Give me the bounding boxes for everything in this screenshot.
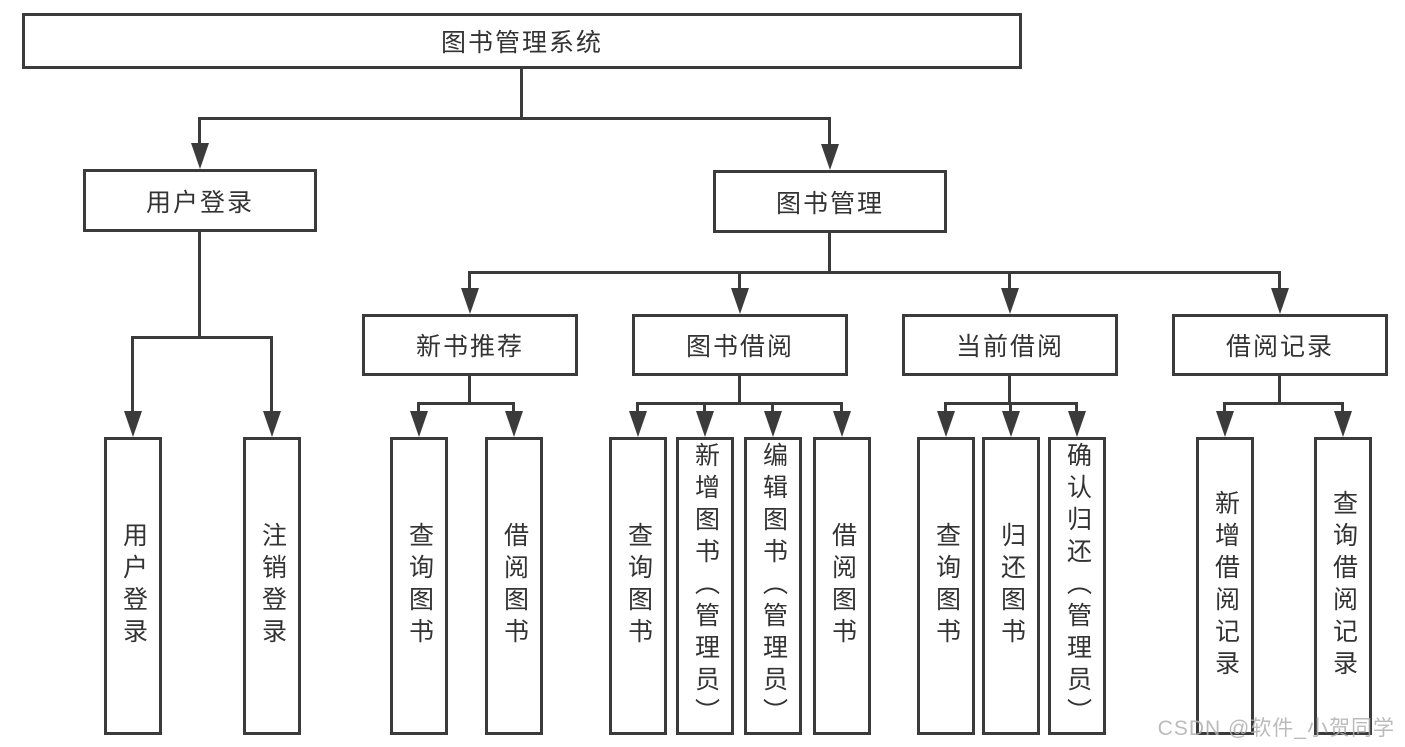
connector-user-login-down: [198, 232, 201, 338]
leaf-query-books-current-label: 查询图书: [932, 522, 961, 650]
connector-user-login-stem: [198, 117, 201, 145]
leaf-user-login: 用户登录: [104, 437, 162, 735]
connector-drop-cb1: [944, 402, 947, 412]
connector-drop-nb1: [417, 402, 420, 412]
arrow-to-br2: [1334, 411, 1352, 437]
connector-new-book-hline: [417, 402, 515, 405]
node-book-borrow: 图书借阅: [632, 314, 848, 376]
leaf-confirm-return-admin: 确认归还（管理员）: [1048, 437, 1106, 735]
connector-current-borrow-down: [1008, 376, 1011, 404]
leaf-borrow-books-label: 借阅图书: [828, 522, 857, 650]
node-user-login: 用户登录: [83, 169, 317, 232]
leaf-edit-books-admin-label: 编辑图书（管理员）: [759, 442, 788, 730]
connector-drop-current-borrow: [1008, 271, 1011, 289]
node-current-borrow-label: 当前借阅: [955, 333, 1064, 361]
arrow-to-new-book: [461, 288, 479, 314]
connector-drop-nb2: [512, 402, 515, 412]
leaf-query-books-current: 查询图书: [917, 437, 975, 735]
arrow-to-nb1: [410, 411, 428, 437]
connector-root-stem: [520, 66, 523, 118]
arrow-to-br1: [1216, 411, 1234, 437]
leaf-query-books-borrow: 查询图书: [609, 437, 667, 735]
connector-borrow-records-down: [1278, 376, 1281, 404]
connector-drop-br1: [1223, 402, 1226, 412]
leaf-logout: 注销登录: [243, 437, 301, 735]
leaf-confirm-return-admin-label: 确认归还（管理员）: [1063, 442, 1092, 730]
leaf-query-books-recommend-label: 查询图书: [405, 522, 434, 650]
node-current-borrow: 当前借阅: [902, 314, 1118, 376]
connector-drop-new-book: [468, 271, 471, 289]
connector-drop-cb3: [1075, 402, 1078, 412]
leaf-query-borrow-record: 查询借阅记录: [1314, 437, 1372, 735]
arrow-to-bb1: [629, 411, 647, 437]
leaf-borrow-books: 借阅图书: [813, 437, 871, 735]
arrow-to-book-borrow: [731, 288, 749, 314]
connector-drop-bb1: [636, 402, 639, 412]
node-new-book-recommend: 新书推荐: [362, 314, 578, 376]
leaf-logout-label: 注销登录: [258, 522, 287, 650]
node-root: 图书管理系统: [22, 13, 1022, 69]
arrow-to-bb4: [833, 411, 851, 437]
arrow-to-leaf-user-login: [124, 411, 142, 437]
leaf-return-books: 归还图书: [982, 437, 1040, 735]
arrow-to-cb3: [1068, 411, 1086, 437]
arrow-to-nb2: [505, 411, 523, 437]
node-root-label: 图书管理系统: [440, 29, 603, 57]
connector-drop-book-borrow: [738, 271, 741, 289]
node-borrow-records-label: 借阅记录: [1225, 333, 1334, 361]
arrow-to-borrow-records: [1271, 288, 1289, 314]
arrow-to-bb2: [696, 411, 714, 437]
connector-book-mgmt-hline: [468, 271, 1281, 274]
node-book-borrow-label: 图书借阅: [685, 333, 794, 361]
leaf-borrow-books-recommend-label: 借阅图书: [500, 522, 529, 650]
leaf-query-books-recommend: 查询图书: [390, 437, 448, 735]
leaf-add-books-admin: 新增图书（管理员）: [676, 437, 734, 735]
connector-borrow-records-hline: [1223, 402, 1344, 405]
leaf-add-borrow-record: 新增借阅记录: [1196, 437, 1254, 735]
leaf-borrow-books-recommend: 借阅图书: [485, 437, 543, 735]
leaf-edit-books-admin: 编辑图书（管理员）: [744, 437, 802, 735]
connector-drop-leaf-logout: [270, 336, 273, 412]
connector-book-mgmt-down: [828, 233, 831, 273]
node-borrow-records: 借阅记录: [1172, 314, 1388, 376]
connector-book-mgmt-stem: [828, 117, 831, 146]
node-new-book-recommend-label: 新书推荐: [415, 333, 524, 361]
connector-drop-cb2: [1009, 402, 1012, 412]
leaf-query-borrow-record-label: 查询借阅记录: [1329, 490, 1358, 682]
leaf-add-borrow-record-label: 新增借阅记录: [1211, 490, 1240, 682]
node-book-management: 图书管理: [713, 170, 947, 233]
connector-drop-bb2: [703, 402, 706, 412]
connector-drop-leaf-user-login: [131, 336, 134, 412]
connector-drop-br2: [1341, 402, 1344, 412]
arrow-to-book-mgmt: [821, 144, 839, 170]
connector-user-login-hline: [131, 336, 273, 339]
connector-root-hline: [199, 117, 831, 120]
connector-drop-borrow-records: [1278, 271, 1281, 289]
arrow-to-bb3: [764, 411, 782, 437]
connector-book-borrow-down: [738, 376, 741, 404]
arrow-to-cb2: [1002, 411, 1020, 437]
watermark: CSDN @软件_小贺同学: [1157, 717, 1395, 740]
connector-new-book-down: [468, 376, 471, 404]
arrow-to-user-login: [191, 143, 209, 169]
connector-drop-bb4: [840, 402, 843, 412]
connector-book-borrow-hline: [636, 402, 843, 405]
leaf-user-login-label: 用户登录: [119, 522, 148, 650]
node-book-management-label: 图书管理: [775, 189, 884, 218]
connector-drop-bb3: [771, 402, 774, 412]
arrow-to-current-borrow: [1001, 288, 1019, 314]
leaf-add-books-admin-label: 新增图书（管理员）: [691, 442, 720, 730]
leaf-return-books-label: 归还图书: [997, 522, 1026, 650]
leaf-query-books-borrow-label: 查询图书: [624, 522, 653, 650]
arrow-to-leaf-logout: [263, 411, 281, 437]
arrow-to-cb1: [937, 411, 955, 437]
node-user-login-label: 用户登录: [145, 188, 254, 217]
